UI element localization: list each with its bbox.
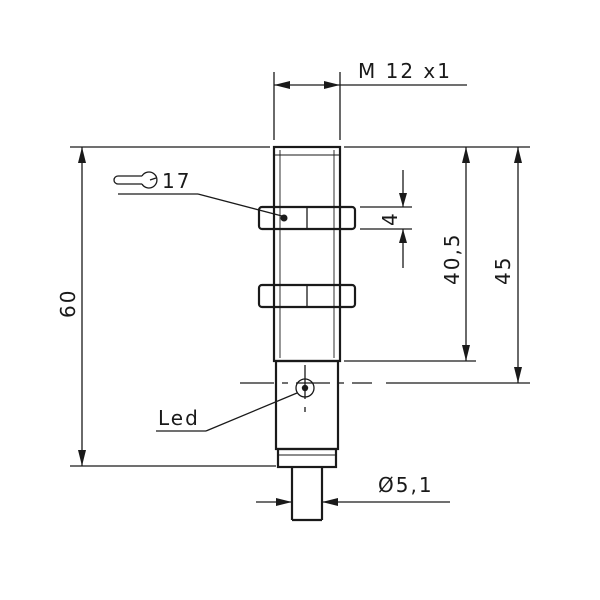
- wrench-size-label: 17: [162, 169, 191, 193]
- thread-length-dimension: [344, 146, 530, 383]
- wrench-leader: [118, 193, 288, 222]
- sensor-body: [272, 145, 342, 522]
- total-length-dimension: [70, 146, 276, 467]
- sensing-length-label: 40,5: [440, 232, 464, 285]
- led-leader: [156, 392, 298, 432]
- nut-thickness-dimension: [360, 170, 412, 268]
- led-label: Led: [158, 406, 200, 430]
- lower-nut: [257, 283, 357, 309]
- total-length-label: 60: [56, 289, 80, 318]
- wrench-icon: [113, 171, 158, 189]
- thread-dimension: [273, 72, 467, 140]
- cable-diameter-dimension: [256, 498, 450, 506]
- thread-label: M 12 x1: [358, 59, 452, 83]
- thread-length-label: 45: [491, 256, 515, 285]
- cable-diameter-label: Ø5,1: [378, 473, 434, 497]
- nut-thickness-label: 4: [378, 211, 402, 226]
- sensing-length-dimension: [344, 147, 476, 362]
- upper-nut: [257, 205, 357, 231]
